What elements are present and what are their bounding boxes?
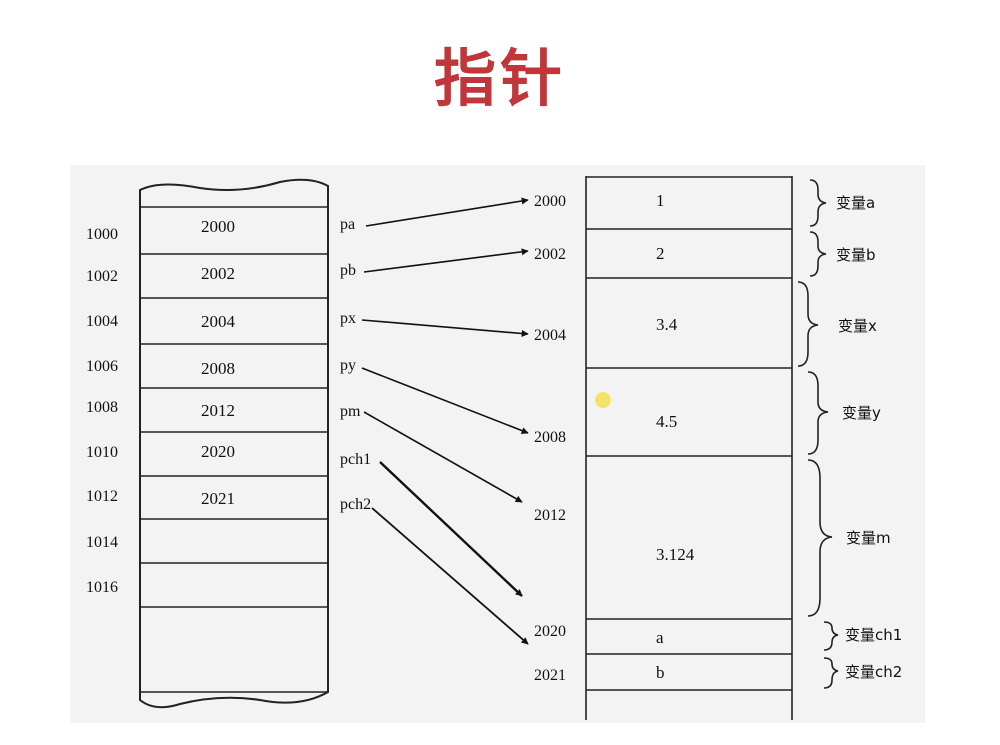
arrow-py — [361, 367, 529, 434]
variable-label-y: 变量y — [842, 404, 881, 422]
right-cell-value: 4.5 — [656, 412, 677, 431]
variable-label-ch1: 变量ch1 — [845, 626, 902, 644]
left-address-label: 1016 — [86, 579, 118, 596]
brace-m — [807, 459, 833, 617]
right-cell-value: 3.124 — [656, 545, 695, 564]
variable-label-a: 变量a — [836, 194, 875, 212]
left-cell-value: 2002 — [201, 264, 235, 283]
right-address-label: 2002 — [534, 246, 566, 263]
brace-ch2 — [823, 657, 839, 689]
pointer-label-pb: pb — [340, 262, 356, 279]
left-address-label: 1012 — [86, 488, 118, 505]
page-title: 指针 — [433, 42, 566, 115]
variable-label-x: 变量x — [838, 317, 877, 335]
left-cell-value: 2021 — [201, 489, 235, 508]
pointer-label-py: py — [340, 357, 356, 374]
arrow-pb — [363, 248, 529, 273]
pointer-memory-diagram: 1000 1002 1004 1006 1008 1010 1012 1014 … — [70, 165, 925, 723]
pointer-label-pch1: pch1 — [340, 451, 371, 468]
left-cell-value: 2020 — [201, 442, 235, 461]
right-address-label: 2008 — [534, 429, 566, 446]
brace-ch1 — [823, 621, 839, 651]
left-address-label: 1014 — [86, 534, 118, 551]
right-address-label: 2012 — [534, 507, 566, 524]
variable-label-ch2: 变量ch2 — [845, 663, 902, 681]
variable-label-b: 变量b — [836, 246, 876, 264]
left-cell-value: 2008 — [201, 359, 235, 378]
diagram-svg: 1000 1002 1004 1006 1008 1010 1012 1014 … — [86, 176, 902, 720]
right-address-label: 2004 — [534, 327, 566, 344]
arrow-pm — [363, 411, 523, 503]
brace-b — [809, 231, 827, 277]
pointer-label-pm: pm — [340, 403, 361, 420]
left-address-label: 1006 — [86, 358, 118, 375]
left-cell-value: 2000 — [201, 217, 235, 236]
right-memory-column — [585, 176, 793, 720]
left-cell-value: 2012 — [201, 401, 235, 420]
right-cell-value: 1 — [656, 191, 665, 210]
arrow-pch1 — [379, 461, 523, 597]
left-address-label: 1004 — [86, 313, 118, 330]
right-cell-value: a — [656, 628, 664, 647]
right-address-label: 2020 — [534, 623, 566, 640]
right-address-label: 2000 — [534, 193, 566, 210]
right-address-label: 2021 — [534, 667, 566, 684]
left-address-label: 1008 — [86, 399, 118, 416]
right-cell-value: 2 — [656, 244, 665, 263]
brace-y — [807, 371, 829, 455]
variable-label-m: 变量m — [846, 529, 891, 547]
left-memory-dividers — [140, 206, 328, 693]
left-address-label: 1002 — [86, 268, 118, 285]
left-address-label: 1010 — [86, 444, 118, 461]
arrow-px — [361, 319, 529, 337]
brace-x — [797, 281, 819, 367]
brace-a — [809, 179, 827, 227]
arrow-pa — [365, 197, 529, 227]
pointer-label-pa: pa — [340, 216, 355, 233]
pointer-label-px: px — [340, 310, 356, 327]
right-cell-value: 3.4 — [656, 315, 678, 334]
cursor-highlight-dot — [595, 392, 611, 408]
pointer-label-pch2: pch2 — [340, 496, 371, 513]
right-cell-value: b — [656, 663, 665, 682]
left-address-label: 1000 — [86, 226, 118, 243]
arrow-pch2 — [371, 507, 529, 645]
left-cell-value: 2004 — [201, 312, 236, 331]
